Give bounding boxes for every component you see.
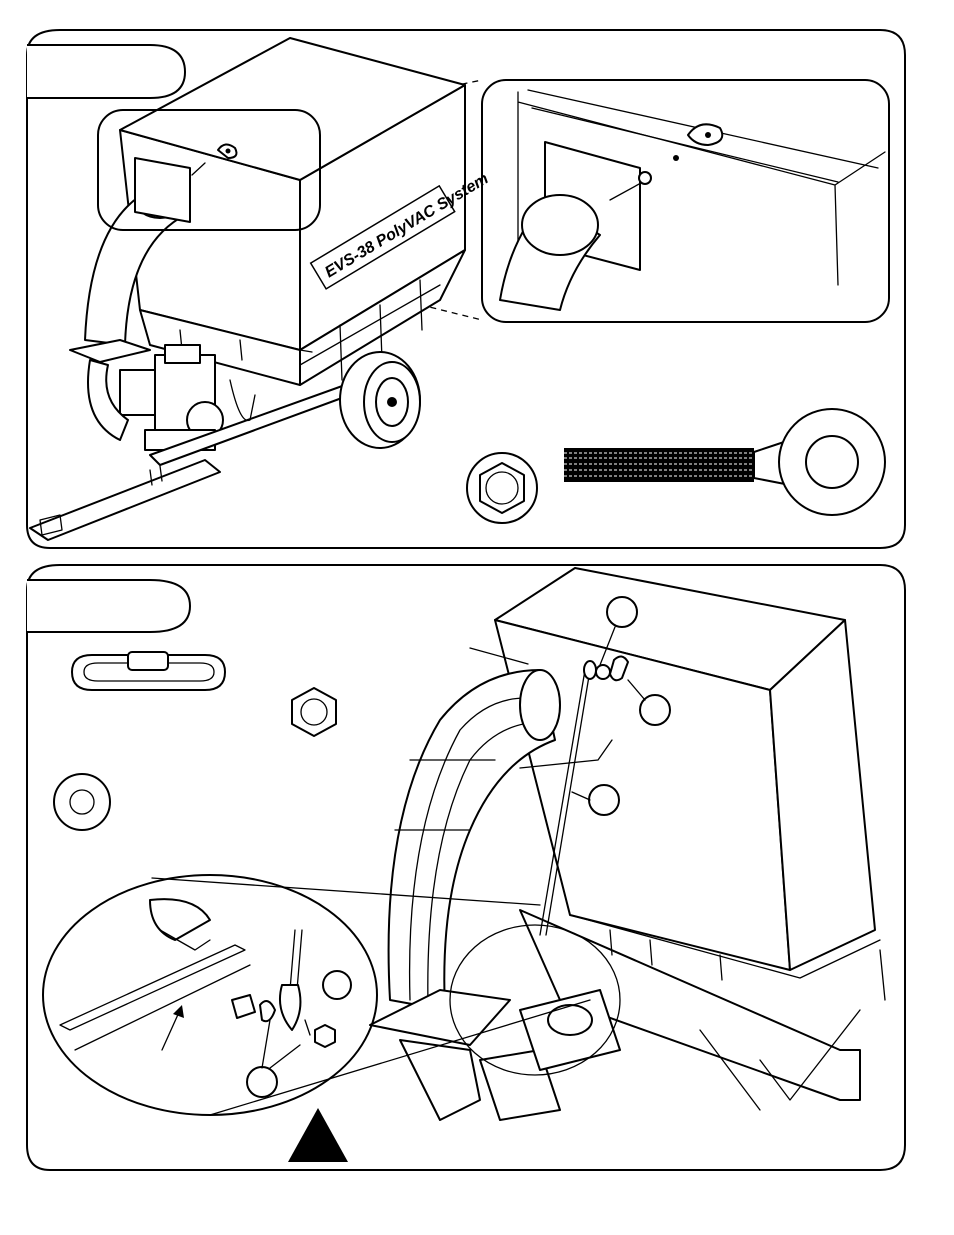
intake-tube bbox=[387, 669, 561, 1011]
tether-cable bbox=[539, 655, 629, 936]
leader-lines bbox=[469, 626, 646, 801]
base-machine bbox=[369, 989, 621, 1121]
callout-balloon-2 bbox=[639, 694, 671, 726]
frame-legs bbox=[699, 949, 886, 1111]
cover-window bbox=[134, 157, 191, 223]
panel-2-step-tab bbox=[27, 579, 191, 633]
detail-nut bbox=[314, 1024, 336, 1048]
quick-link bbox=[71, 651, 226, 691]
callout-balloon-4 bbox=[322, 970, 352, 1000]
engine bbox=[69, 339, 224, 451]
detail-washer bbox=[259, 1000, 276, 1023]
hopper-front bbox=[494, 567, 881, 1101]
callout-frame bbox=[97, 109, 321, 231]
callout-balloon-1 bbox=[606, 596, 638, 628]
detail-inset bbox=[481, 79, 890, 323]
detail-bolt bbox=[231, 994, 256, 1019]
panel-1: EVS-38 PolyVAC System bbox=[26, 29, 906, 549]
eye-bolt-small bbox=[191, 162, 206, 176]
flat-washer bbox=[53, 773, 111, 831]
direction-arrow bbox=[161, 1009, 181, 1051]
panel-2 bbox=[26, 564, 906, 1171]
hex-nut-2 bbox=[291, 687, 337, 737]
warning-triangle-icon bbox=[288, 1108, 348, 1162]
eye-bolt bbox=[564, 408, 886, 516]
detail-cable bbox=[289, 929, 303, 991]
callout-balloon-3 bbox=[588, 784, 620, 816]
magnified-detail bbox=[42, 874, 621, 1116]
panel-1-step-tab bbox=[27, 44, 186, 99]
collector-hopper bbox=[119, 37, 466, 386]
trailer-tongue bbox=[29, 459, 221, 541]
hex-nut bbox=[466, 452, 538, 524]
trailer-wheel bbox=[339, 351, 421, 449]
callout-balloon-5 bbox=[246, 1066, 278, 1098]
